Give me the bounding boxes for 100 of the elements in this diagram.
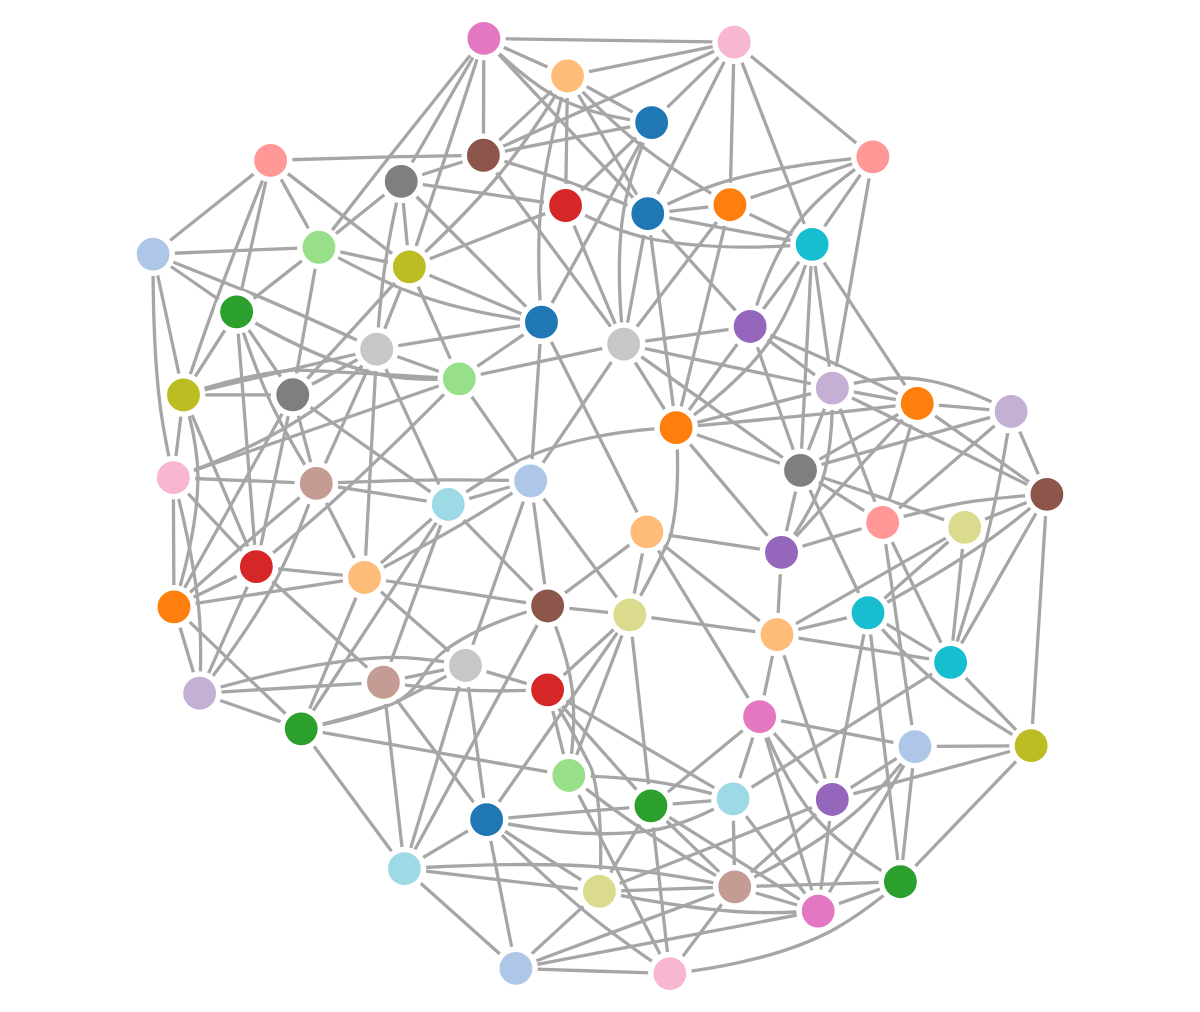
- node-circle: [711, 777, 755, 821]
- node-circle: [294, 461, 339, 506]
- connector: [884, 506, 1033, 605]
- connector: [537, 94, 564, 303]
- connector: [793, 417, 906, 539]
- node-circle: [443, 643, 488, 688]
- connector: [1017, 429, 1041, 477]
- connector: [540, 359, 615, 466]
- node-circle: [728, 304, 773, 349]
- connector: [637, 447, 680, 599]
- connector: [187, 619, 288, 717]
- connector: [548, 338, 640, 515]
- connector: [632, 550, 645, 596]
- connector: [781, 652, 828, 782]
- connector: [188, 178, 265, 377]
- node-circle: [543, 183, 588, 228]
- connector: [167, 171, 257, 244]
- connector: [691, 262, 808, 418]
- connector: [178, 625, 196, 675]
- connector: [607, 821, 643, 876]
- connector: [655, 59, 727, 196]
- connector: [171, 497, 176, 587]
- connector: [417, 880, 503, 957]
- connector: [578, 134, 639, 193]
- connector: [963, 675, 1019, 733]
- node-circle: [755, 612, 799, 657]
- connector: [496, 630, 620, 805]
- connector: [951, 546, 965, 643]
- connector: [192, 327, 228, 380]
- connector: [376, 200, 399, 329]
- node-circle: [629, 783, 673, 828]
- connector: [827, 762, 907, 895]
- node-circle: [361, 660, 406, 705]
- connector: [837, 406, 878, 505]
- connector: [896, 422, 998, 511]
- connector: [310, 520, 439, 714]
- connector: [651, 825, 670, 955]
- connector: [271, 391, 447, 556]
- connector: [378, 516, 434, 566]
- node-circle: [214, 290, 259, 334]
- connector: [402, 667, 447, 680]
- connector: [882, 539, 952, 601]
- connector: [553, 624, 576, 756]
- connector: [409, 54, 476, 165]
- connector: [792, 407, 834, 537]
- connector: [819, 818, 832, 892]
- node-circle: [607, 593, 652, 637]
- node-circle: [270, 372, 315, 417]
- connector: [760, 259, 802, 312]
- connector: [499, 832, 655, 964]
- connector: [155, 273, 181, 376]
- connector: [816, 479, 867, 514]
- connector: [663, 818, 722, 874]
- node-circle: [625, 510, 669, 554]
- connector: [279, 177, 312, 232]
- connector: [784, 488, 798, 534]
- node-circle: [893, 724, 937, 769]
- node-circle: [354, 327, 399, 372]
- connector: [932, 413, 1032, 485]
- connector: [659, 227, 739, 314]
- connector: [813, 264, 832, 369]
- connector: [311, 743, 394, 854]
- node-circle: [546, 753, 591, 798]
- connector: [764, 337, 818, 378]
- node-circle: [895, 381, 940, 426]
- node-circle: [234, 544, 279, 589]
- connector: [632, 360, 667, 412]
- connector: [408, 684, 462, 851]
- connector: [178, 413, 200, 589]
- node-circle: [342, 555, 387, 600]
- connector: [329, 52, 473, 233]
- connector: [822, 260, 908, 388]
- node-circle: [297, 225, 341, 270]
- node-circle: [387, 245, 432, 289]
- connector: [816, 411, 901, 462]
- connector: [754, 166, 858, 309]
- connector: [806, 405, 827, 453]
- node-circle: [426, 482, 471, 527]
- connector: [807, 487, 862, 596]
- connector: [848, 755, 900, 791]
- connector: [241, 330, 307, 468]
- connector: [323, 499, 358, 561]
- connector: [776, 572, 783, 615]
- connector: [743, 813, 808, 897]
- connector: [818, 475, 947, 522]
- connector: [189, 412, 251, 549]
- connector: [320, 609, 530, 727]
- connector: [176, 496, 203, 674]
- node-circle: [437, 356, 482, 401]
- connector: [294, 266, 318, 376]
- node-circle: [860, 500, 905, 545]
- connector: [388, 522, 444, 664]
- connector: [381, 490, 515, 570]
- connector: [496, 52, 635, 200]
- connector: [680, 901, 725, 959]
- connector: [502, 828, 584, 883]
- node-circle: [625, 191, 670, 236]
- node-circle: [759, 530, 804, 575]
- connector: [413, 56, 480, 249]
- connector: [414, 194, 529, 310]
